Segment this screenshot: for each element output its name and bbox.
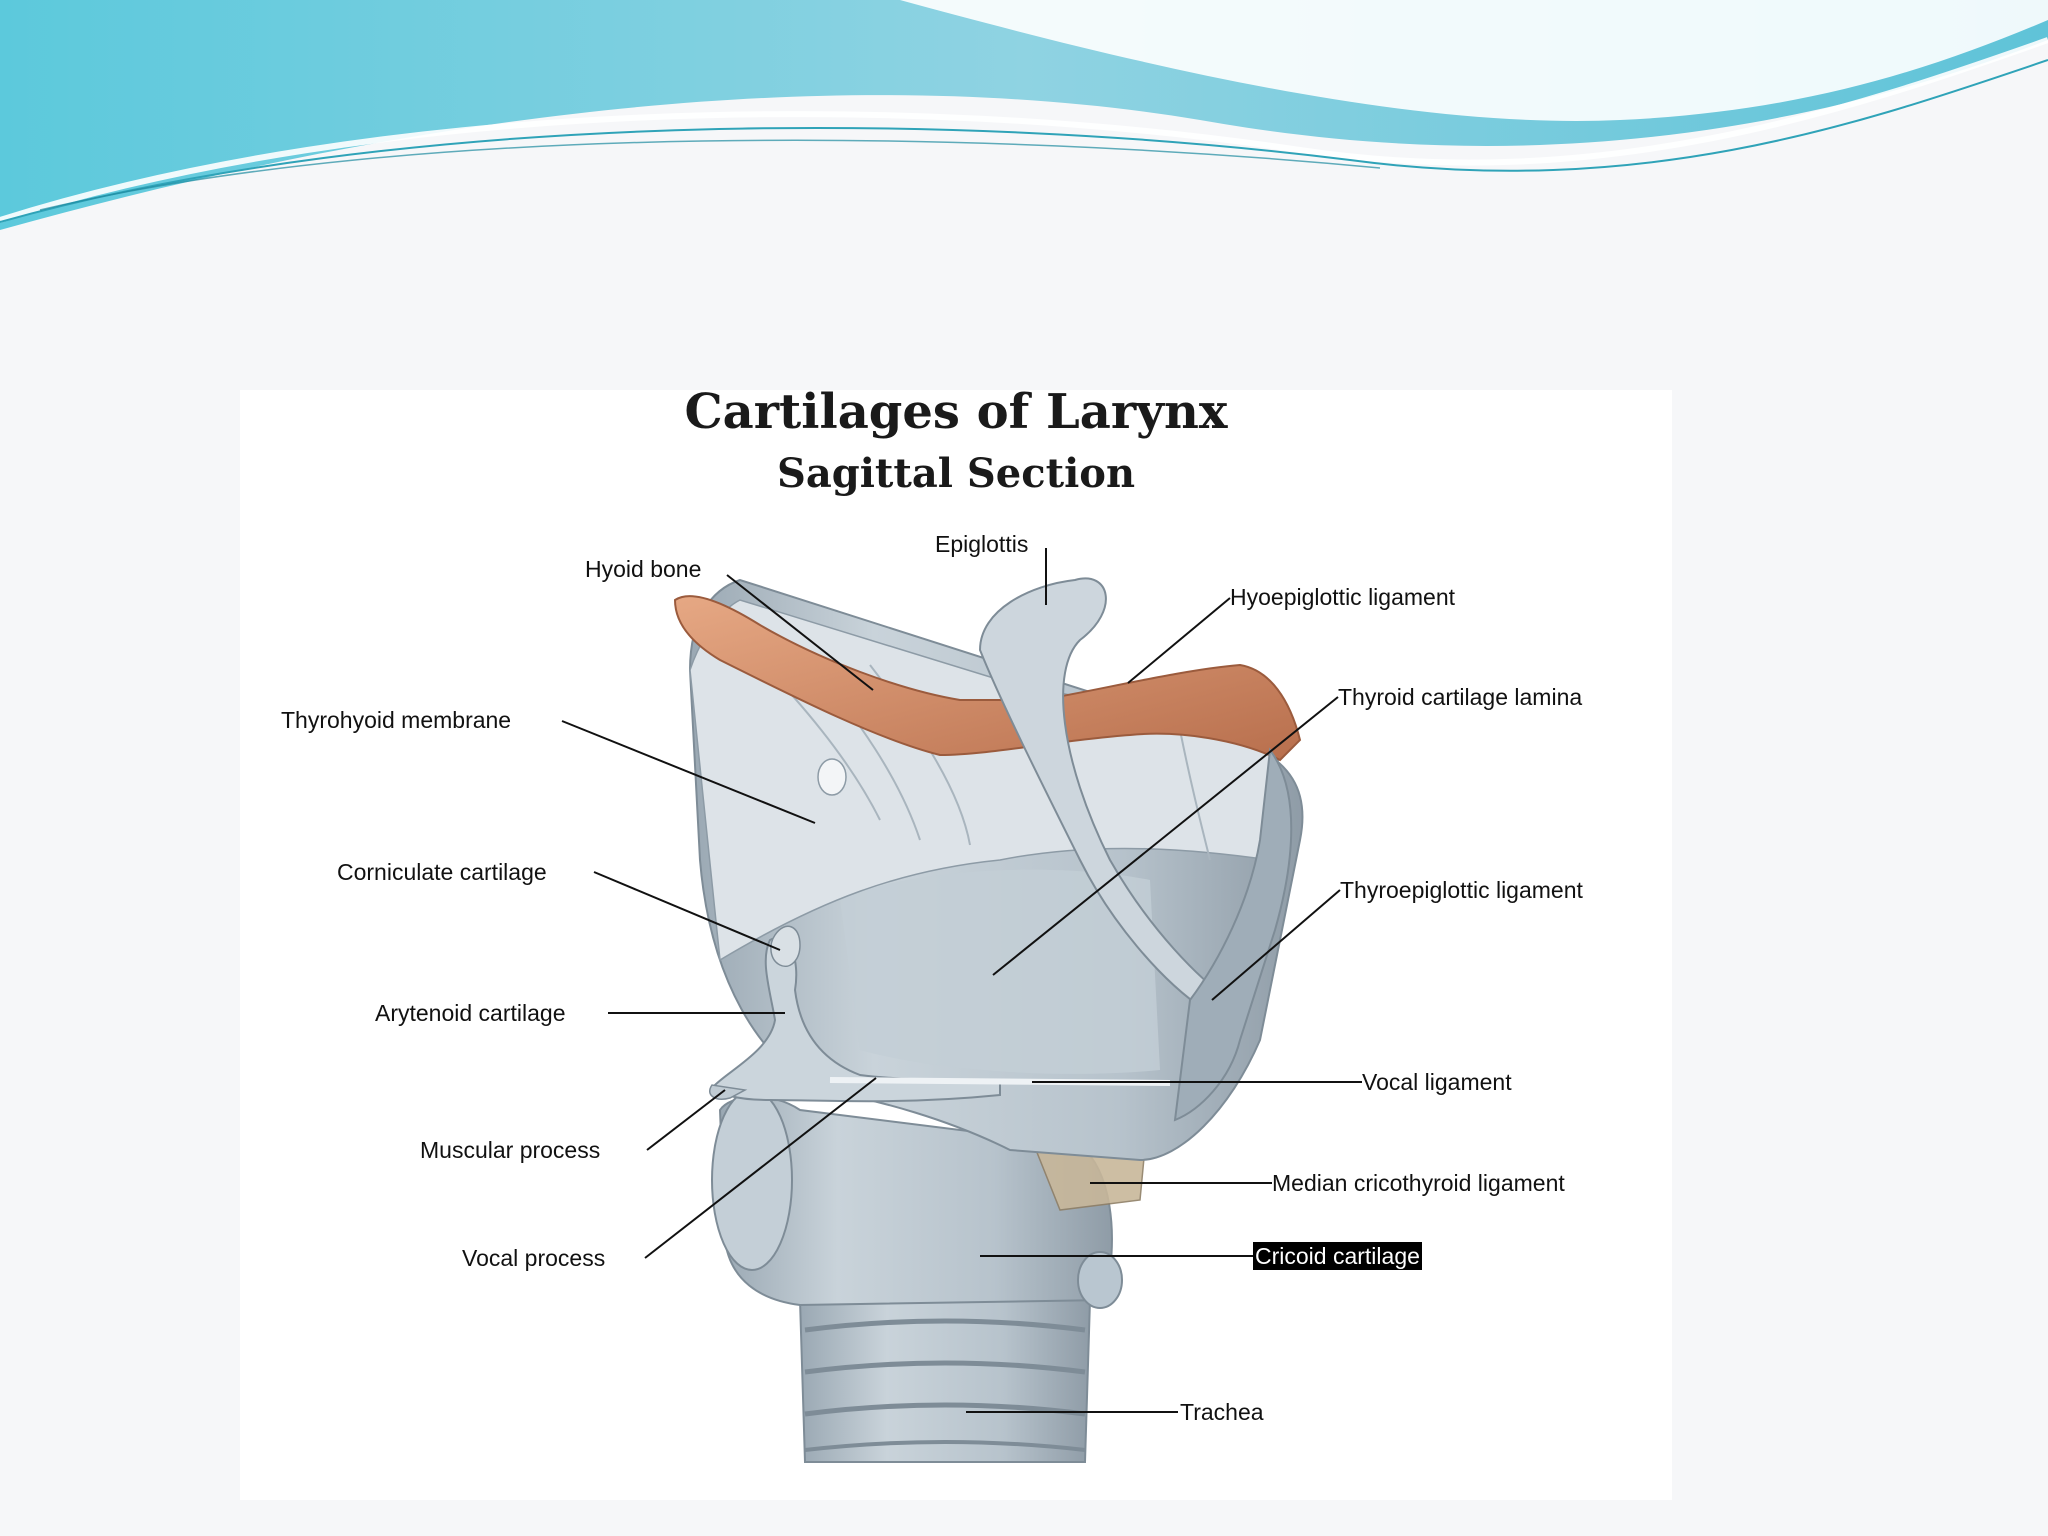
trachea-ring-1 [804, 1318, 1086, 1333]
header-wave-decoration [0, 0, 2048, 230]
label-vocal-process: Vocal process [462, 1245, 606, 1271]
membrane-foramen [817, 758, 847, 796]
leader-muscular-process [646, 1089, 726, 1151]
header-wave-line-1 [0, 37, 2048, 223]
leader-hyoepiglottic-ligament [1127, 597, 1231, 684]
header-wave-line-3 [39, 139, 1381, 211]
corniculate-cartilage-shape [770, 925, 801, 967]
thyroid-anterior-edge [1173, 747, 1293, 1122]
trachea-ring-2 [804, 1360, 1086, 1375]
arytenoid-cartilage-shape [713, 937, 1001, 1103]
label-trachea: Trachea [1180, 1399, 1264, 1425]
header-wave-line-2 [0, 59, 2048, 223]
leader-vocal-process [644, 1077, 877, 1259]
label-epiglottis: Epiglottis [935, 531, 1029, 557]
cricoid-anterior-arch [1077, 1251, 1123, 1309]
label-arytenoid-cartilage: Arytenoid cartilage [375, 1000, 566, 1026]
header-wave-white [900, 0, 2048, 121]
leader-thyroepiglottic-ligament [1211, 889, 1341, 1001]
label-hyoid-bone: Hyoid bone [585, 556, 702, 582]
figure-title: Cartilages of Larynx [684, 384, 1228, 440]
label-thyroepiglottic-ligament: Thyroepiglottic ligament [1340, 877, 1583, 903]
cricoid-posterior-lamina [711, 1089, 793, 1271]
leader-thyrohyoid-membrane [561, 720, 816, 824]
label-thyroid-cartilage-lamina: Thyroid cartilage lamina [1338, 684, 1583, 710]
trachea-ring-4 [804, 1440, 1086, 1452]
label-cricoid-cartilage: Cricoid cartilage [1253, 1242, 1422, 1270]
label-median-cricothyroid-ligament: Median cricothyroid ligament [1272, 1170, 1565, 1196]
leader-hyoid-bone [726, 574, 874, 691]
hyoid-bone-shape [673, 595, 1302, 762]
leader-thyroid-cartilage-lamina [992, 696, 1339, 976]
label-hyoepiglottic-ligament: Hyoepiglottic ligament [1230, 584, 1456, 610]
label-thyrohyoid-membrane: Thyrohyoid membrane [281, 707, 512, 733]
thyroid-lamina-face [840, 869, 1160, 1074]
trachea-ring-3 [804, 1402, 1086, 1417]
label-corniculate-cartilage: Corniculate cartilage [337, 859, 547, 885]
figure-subtitle: Sagittal Section [776, 450, 1136, 497]
leader-lines [561, 548, 1362, 1413]
label-muscular-process: Muscular process [420, 1137, 601, 1163]
leader-corniculate-cartilage [593, 871, 781, 951]
label-vocal-ligament: Vocal ligament [1362, 1069, 1512, 1095]
membrane-fiber-4 [1179, 729, 1211, 861]
